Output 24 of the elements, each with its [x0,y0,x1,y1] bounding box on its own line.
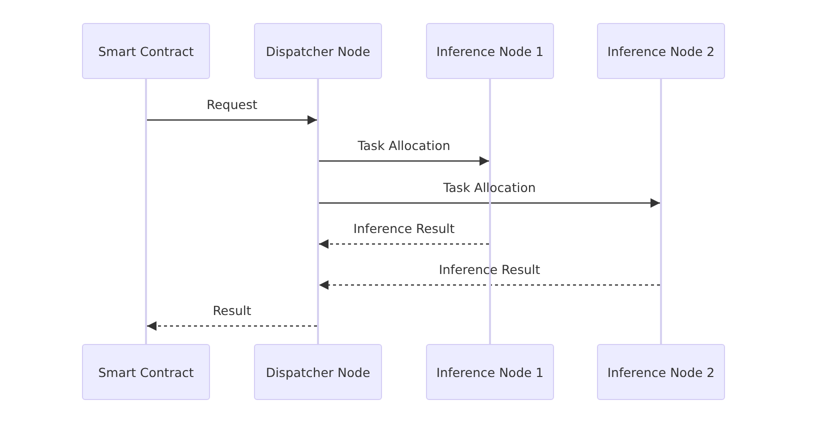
participant-box: Inference Node 2 [597,23,725,79]
message-arrow [319,198,660,208]
lifeline [317,79,319,344]
lifeline [660,79,662,344]
message-label: Task Allocation [358,138,450,153]
message-arrow [147,115,317,125]
participant-box: Inference Node 1 [426,344,554,400]
message-arrow [319,239,489,249]
message-arrow [319,280,660,290]
participant-box: Inference Node 2 [597,344,725,400]
lifeline [145,79,147,344]
message-label: Result [212,303,252,318]
participant-box: Dispatcher Node [254,344,382,400]
participant-box: Smart Contract [82,23,210,79]
message-arrow [147,321,317,331]
message-label: Request [206,97,258,112]
participant-box: Smart Contract [82,344,210,400]
message-label: Inference Result [353,221,455,236]
participant-box: Dispatcher Node [254,23,382,79]
message-arrow [319,156,489,166]
participant-box: Inference Node 1 [426,23,554,79]
lifeline [489,79,491,344]
message-label: Inference Result [438,262,540,277]
message-label: Task Allocation [443,180,536,195]
